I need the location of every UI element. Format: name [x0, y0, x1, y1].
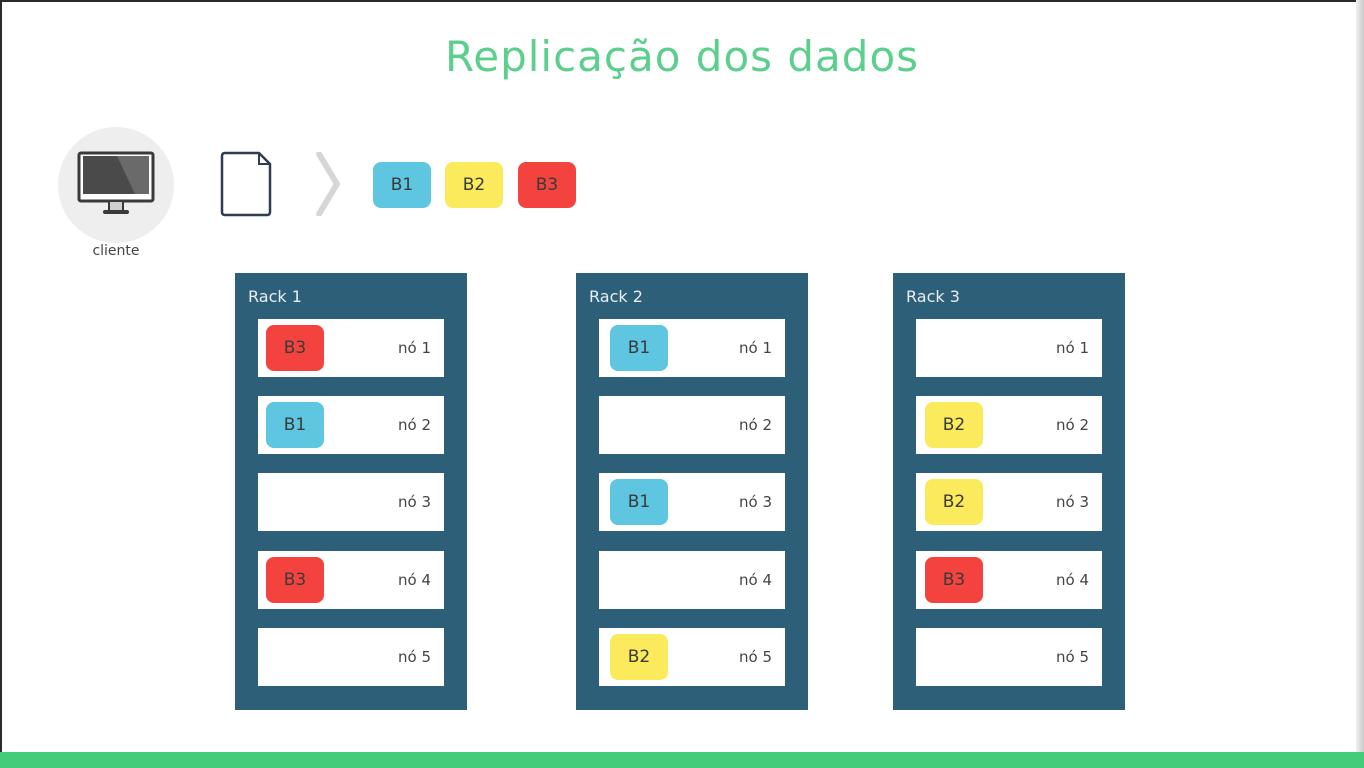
node-5: nó 5: [258, 628, 444, 686]
node-label: nó 1: [739, 339, 772, 357]
node-4: nó 4: [599, 551, 785, 609]
chevron-right-icon: [316, 152, 340, 216]
node-label: nó 3: [1056, 493, 1089, 511]
block-b1: B1: [610, 479, 668, 525]
block-b2: B2: [925, 402, 983, 448]
node-label: nó 4: [1056, 571, 1089, 589]
block-b1: B1: [610, 325, 668, 371]
node-5: nó 5: [916, 628, 1102, 686]
node-label: nó 5: [398, 648, 431, 666]
client-avatar: [58, 127, 174, 243]
node-2: B1 nó 2: [258, 396, 444, 454]
node-label: nó 4: [739, 571, 772, 589]
block-b2: B2: [445, 162, 503, 208]
node-5: B2 nó 5: [599, 628, 785, 686]
block-b3: B3: [266, 325, 324, 371]
rack-title: Rack 2: [589, 287, 643, 306]
block-b3: B3: [266, 557, 324, 603]
node-label: nó 5: [739, 648, 772, 666]
block-b3: B3: [518, 162, 576, 208]
node-2: B2 nó 2: [916, 396, 1102, 454]
rack-title: Rack 1: [248, 287, 302, 306]
block-b1: B1: [373, 162, 431, 208]
rack-3: Rack 3 nó 1 B2 nó 2 B2 nó 3 B3 nó 4 nó 5: [893, 273, 1125, 710]
node-3: B2 nó 3: [916, 473, 1102, 531]
node-3: B1 nó 3: [599, 473, 785, 531]
rack-2: Rack 2 B1 nó 1 nó 2 B1 nó 3 nó 4 B2 nó 5: [576, 273, 808, 710]
node-label: nó 3: [398, 493, 431, 511]
node-1: B3 nó 1: [258, 319, 444, 377]
rack-title: Rack 3: [906, 287, 960, 306]
node-1: nó 1: [916, 319, 1102, 377]
node-label: nó 2: [739, 416, 772, 434]
block-b2: B2: [610, 634, 668, 680]
node-label: nó 5: [1056, 648, 1089, 666]
node-2: nó 2: [599, 396, 785, 454]
node-label: nó 3: [739, 493, 772, 511]
node-label: nó 2: [398, 416, 431, 434]
block-b1: B1: [266, 402, 324, 448]
slide-title: Replicação dos dados: [444, 32, 920, 81]
computer-monitor-icon: [77, 151, 155, 214]
rack-1: Rack 1 B3 nó 1 B1 nó 2 nó 3 B3 nó 4 nó 5: [235, 273, 467, 710]
node-label: nó 4: [398, 571, 431, 589]
block-b2: B2: [925, 479, 983, 525]
node-3: nó 3: [258, 473, 444, 531]
bottom-bar: [0, 752, 1364, 768]
slide-edge-shadow: [1356, 0, 1364, 752]
node-4: B3 nó 4: [258, 551, 444, 609]
node-label: nó 1: [1056, 339, 1089, 357]
client-label: cliente: [92, 243, 140, 259]
node-1: B1 nó 1: [599, 319, 785, 377]
block-b3: B3: [925, 557, 983, 603]
node-4: B3 nó 4: [916, 551, 1102, 609]
node-label: nó 2: [1056, 416, 1089, 434]
node-label: nó 1: [398, 339, 431, 357]
document-icon: [220, 151, 272, 217]
